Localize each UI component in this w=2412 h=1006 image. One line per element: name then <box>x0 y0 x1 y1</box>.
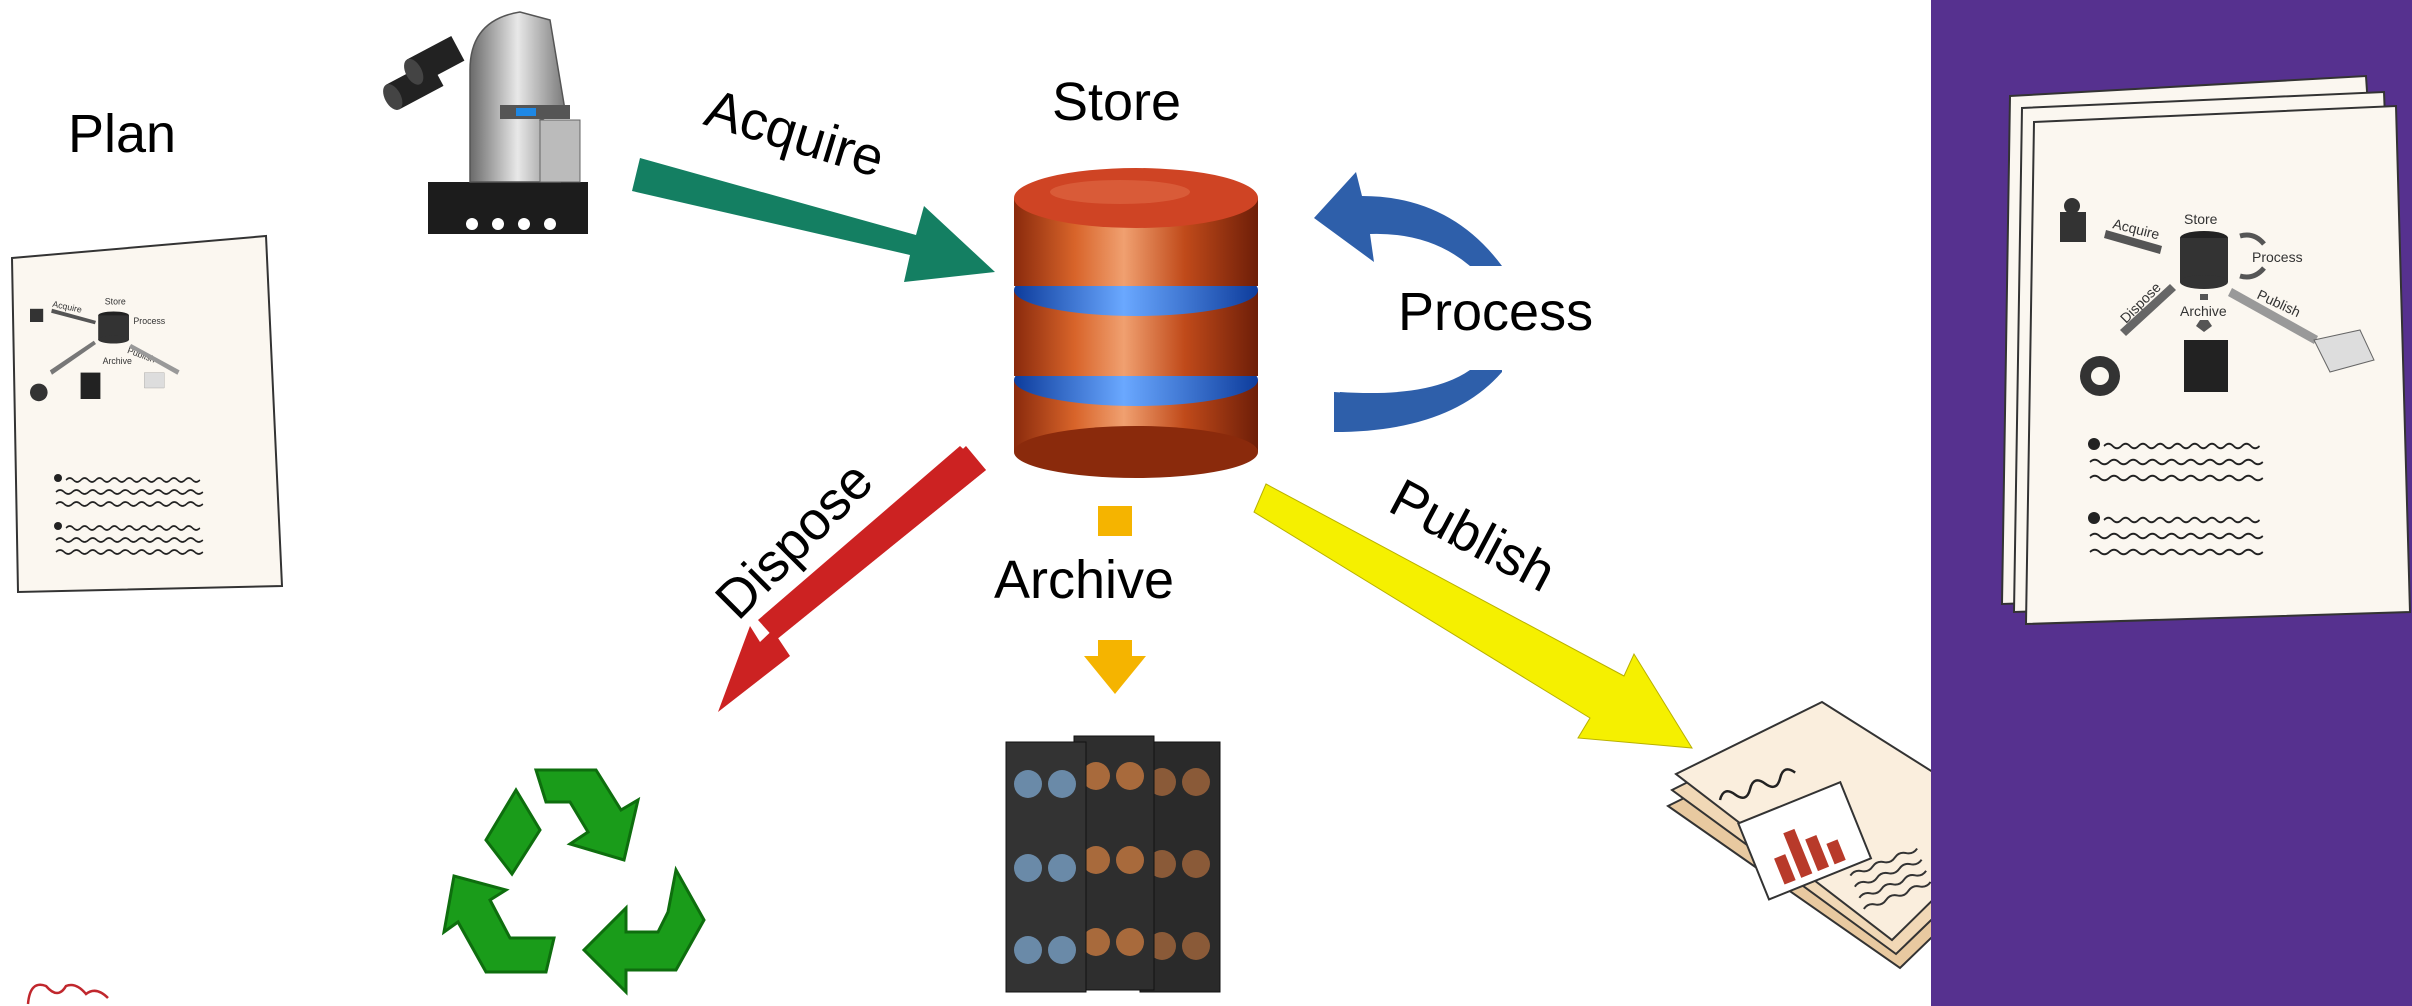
tape-archive-icon <box>1005 735 1221 993</box>
plan-document-icon: Store Acquire Process Archive Publish <box>10 234 284 594</box>
archive-label: Archive <box>994 550 1174 610</box>
svg-text:Process: Process <box>133 316 165 326</box>
microscope-icon <box>383 11 588 234</box>
publish-arrow <box>1253 483 1693 749</box>
plan-label: Plan <box>68 104 176 164</box>
database-icon <box>1014 168 1258 478</box>
process-arrow-top <box>1314 172 1502 266</box>
mini-store-label: Store <box>2184 211 2218 227</box>
archive-arrow-head <box>1084 640 1146 694</box>
archive-arrow-stem <box>1098 506 1132 536</box>
acquire-label: Acquire <box>698 78 891 189</box>
mini-diagram: Acquire Store Process Archive Dispose Pu… <box>2060 198 2375 396</box>
mini-process-label: Process <box>2252 249 2303 265</box>
publication-icon <box>1666 700 2022 970</box>
mini-archive-label: Archive <box>2180 303 2227 319</box>
process-label: Process <box>1398 282 1593 342</box>
signature-scribble <box>26 983 109 1005</box>
svg-text:Archive: Archive <box>103 356 132 366</box>
store-label: Store <box>1052 72 1181 132</box>
document-stack-icon: Acquire Store Process Archive Dispose Pu… <box>2000 74 2412 626</box>
acquire-arrow <box>632 158 995 282</box>
svg-text:Store: Store <box>105 296 126 306</box>
recycle-icon <box>441 768 706 996</box>
